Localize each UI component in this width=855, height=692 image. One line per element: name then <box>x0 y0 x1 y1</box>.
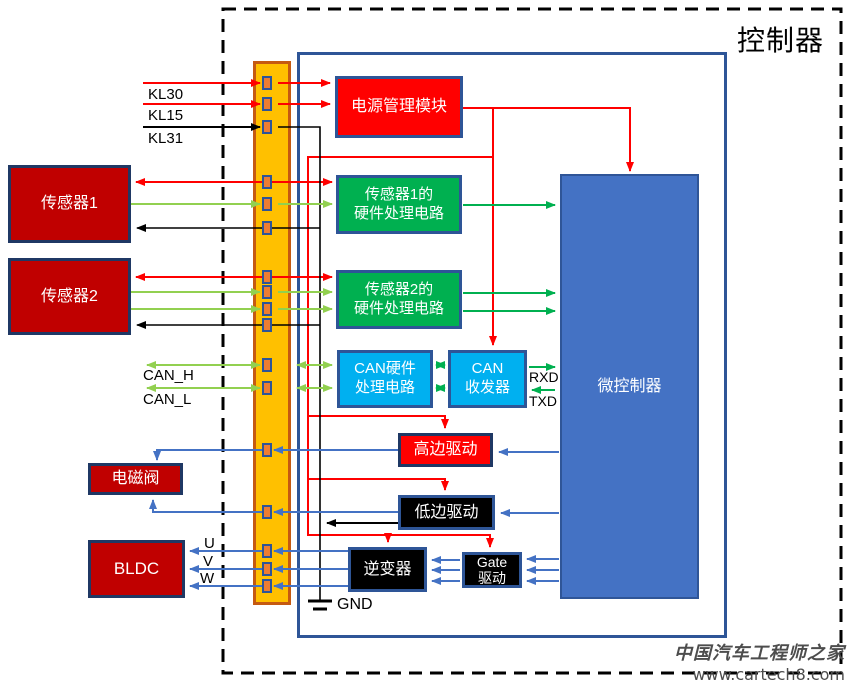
block-inverter-label: 逆变器 <box>363 560 412 578</box>
connector-pin <box>262 175 272 189</box>
connector-pin <box>262 97 272 111</box>
label-can-l: CAN_L <box>143 391 192 408</box>
block-solenoid-valve-label: 电磁阀 <box>111 470 160 487</box>
block-high-side-driver: 高边驱动 <box>398 433 493 467</box>
block-can-transceiver-line1: CAN <box>471 360 504 378</box>
connector-pin <box>262 285 272 299</box>
block-low-side-driver: 低边驱动 <box>398 495 495 530</box>
block-inverter: 逆变器 <box>348 547 427 592</box>
block-sensor1-circuit-line2: 硬件处理电路 <box>353 204 444 222</box>
connector-pin <box>262 76 272 90</box>
label-gnd: GND <box>337 596 373 613</box>
connector-pin <box>262 381 272 395</box>
drive-wires <box>149 446 559 590</box>
label-phase-w: W <box>200 570 215 587</box>
block-sensor2-circuit: 传感器2的 硬件处理电路 <box>336 270 462 329</box>
block-mcu: 微控制器 <box>560 174 699 599</box>
label-can-h: CAN_H <box>143 367 194 384</box>
connector-bar <box>253 61 291 605</box>
block-gate-driver-line1: Gate <box>476 553 508 570</box>
watermark: 中国汽车工程师之家 www.cartech8.com <box>674 639 845 684</box>
connector-pin <box>262 443 272 457</box>
block-can-transceiver: CAN 收发器 <box>448 350 527 408</box>
block-power-mgmt: 电源管理模块 <box>335 76 463 138</box>
connector-pin <box>262 358 272 372</box>
connector-pin <box>262 579 272 593</box>
block-low-side-driver-label: 低边驱动 <box>414 503 479 521</box>
block-sensor1: 传感器1 <box>8 165 131 243</box>
controller-dashed-border <box>221 7 843 675</box>
ground-wires <box>136 123 398 611</box>
label-kl31: KL31 <box>148 130 184 147</box>
block-can-hw-line1: CAN硬件 <box>354 360 416 378</box>
block-can-transceiver-line2: 收发器 <box>464 379 510 396</box>
label-kl15: KL15 <box>148 107 184 124</box>
block-bldc-motor: BLDC <box>88 540 185 598</box>
watermark-site-url: www.cartech8.com <box>692 665 845 684</box>
connector-pin <box>262 505 272 519</box>
block-sensor1-circuit-line1: 传感器1的 <box>364 185 434 203</box>
connector-pin <box>262 302 272 316</box>
label-phase-v: V <box>203 553 214 570</box>
block-sensor1-circuit: 传感器1的 硬件处理电路 <box>336 175 462 234</box>
watermark-site-name: 中国汽车工程师之家 <box>674 643 845 664</box>
power-wires <box>135 79 634 548</box>
block-power-mgmt-label: 电源管理模块 <box>350 98 447 115</box>
block-sensor2: 传感器2 <box>8 258 131 335</box>
connector-pin <box>262 221 272 235</box>
block-gate-driver: Gate 驱动 <box>462 552 522 588</box>
block-can-hw-circuit: CAN硬件 处理电路 <box>337 350 433 408</box>
connector-pin <box>262 318 272 332</box>
block-bldc-motor-label: BLDC <box>113 559 160 579</box>
block-can-hw-line2: 处理电路 <box>354 379 415 396</box>
block-sensor1-label: 传感器1 <box>41 195 98 212</box>
block-sensor2-label: 传感器2 <box>41 287 98 305</box>
block-gate-driver-line2: 驱动 <box>478 570 506 586</box>
block-solenoid-valve: 电磁阀 <box>88 463 183 495</box>
sensor-can-wires <box>131 200 333 392</box>
label-kl30: KL30 <box>148 86 184 103</box>
connector-pin <box>262 270 272 284</box>
mcu-signal-wires <box>435 201 556 394</box>
block-sensor2-circuit-line2: 硬件处理电路 <box>353 299 444 317</box>
connector-pin <box>262 544 272 558</box>
block-mcu-label: 微控制器 <box>597 377 662 395</box>
label-phase-u: U <box>204 535 215 552</box>
connector-pin <box>262 562 272 576</box>
label-txd: TXD <box>529 393 557 409</box>
label-rxd: RXD <box>529 369 559 385</box>
block-high-side-driver-label: 高边驱动 <box>413 441 478 458</box>
diagram-title: 控制器 <box>737 25 825 56</box>
block-sensor2-circuit-line1: 传感器2的 <box>364 280 434 298</box>
connector-pin <box>262 197 272 211</box>
connector-pin <box>262 120 272 134</box>
